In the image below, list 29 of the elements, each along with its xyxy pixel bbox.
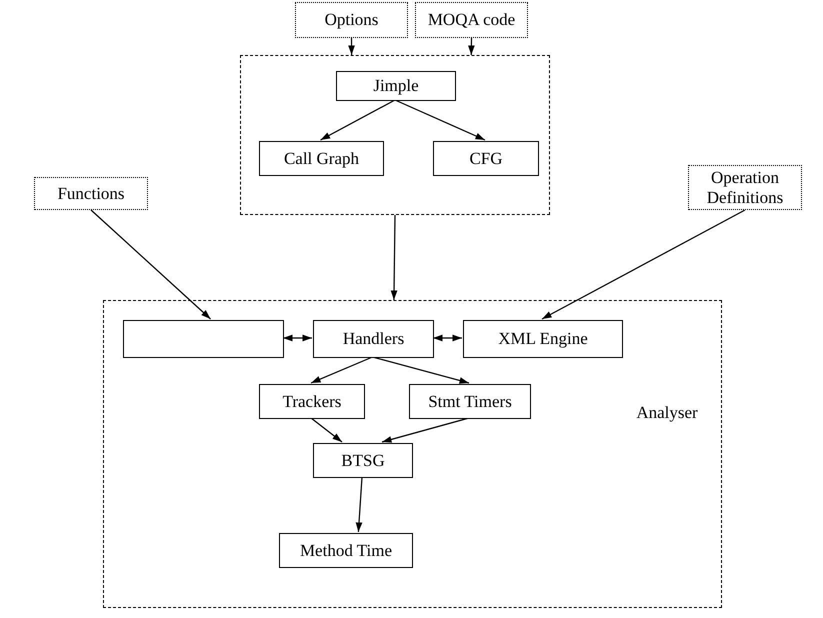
arrow <box>283 334 312 342</box>
arrow <box>348 38 355 55</box>
input-box: MOQA code <box>415 2 528 38</box>
arrow <box>433 334 462 342</box>
group-frame <box>103 300 722 608</box>
process-box <box>123 320 284 358</box>
input-box: Options <box>295 2 408 38</box>
arrow <box>356 476 363 532</box>
process-box: BTSG <box>313 443 413 478</box>
arrow <box>90 210 211 320</box>
arrow <box>310 356 373 384</box>
arrow <box>542 209 746 320</box>
arrow <box>390 215 398 300</box>
arrow <box>310 418 342 442</box>
input-box: Functions <box>34 177 148 210</box>
process-box: Call Graph <box>259 141 384 176</box>
input-box: Operation Definitions <box>688 165 802 210</box>
process-box: Handlers <box>313 320 434 358</box>
process-box: XML Engine <box>463 320 623 358</box>
group-label: Analyser <box>636 402 698 423</box>
process-box: Jimple <box>336 71 456 101</box>
arrow <box>320 99 396 141</box>
arrow <box>468 38 475 55</box>
process-box: Stmt Timers <box>409 384 531 419</box>
process-box: Method Time <box>279 533 413 568</box>
arrow <box>394 99 486 141</box>
process-box: CFG <box>433 141 539 176</box>
process-box: Trackers <box>259 384 365 419</box>
group-frame <box>240 55 550 215</box>
